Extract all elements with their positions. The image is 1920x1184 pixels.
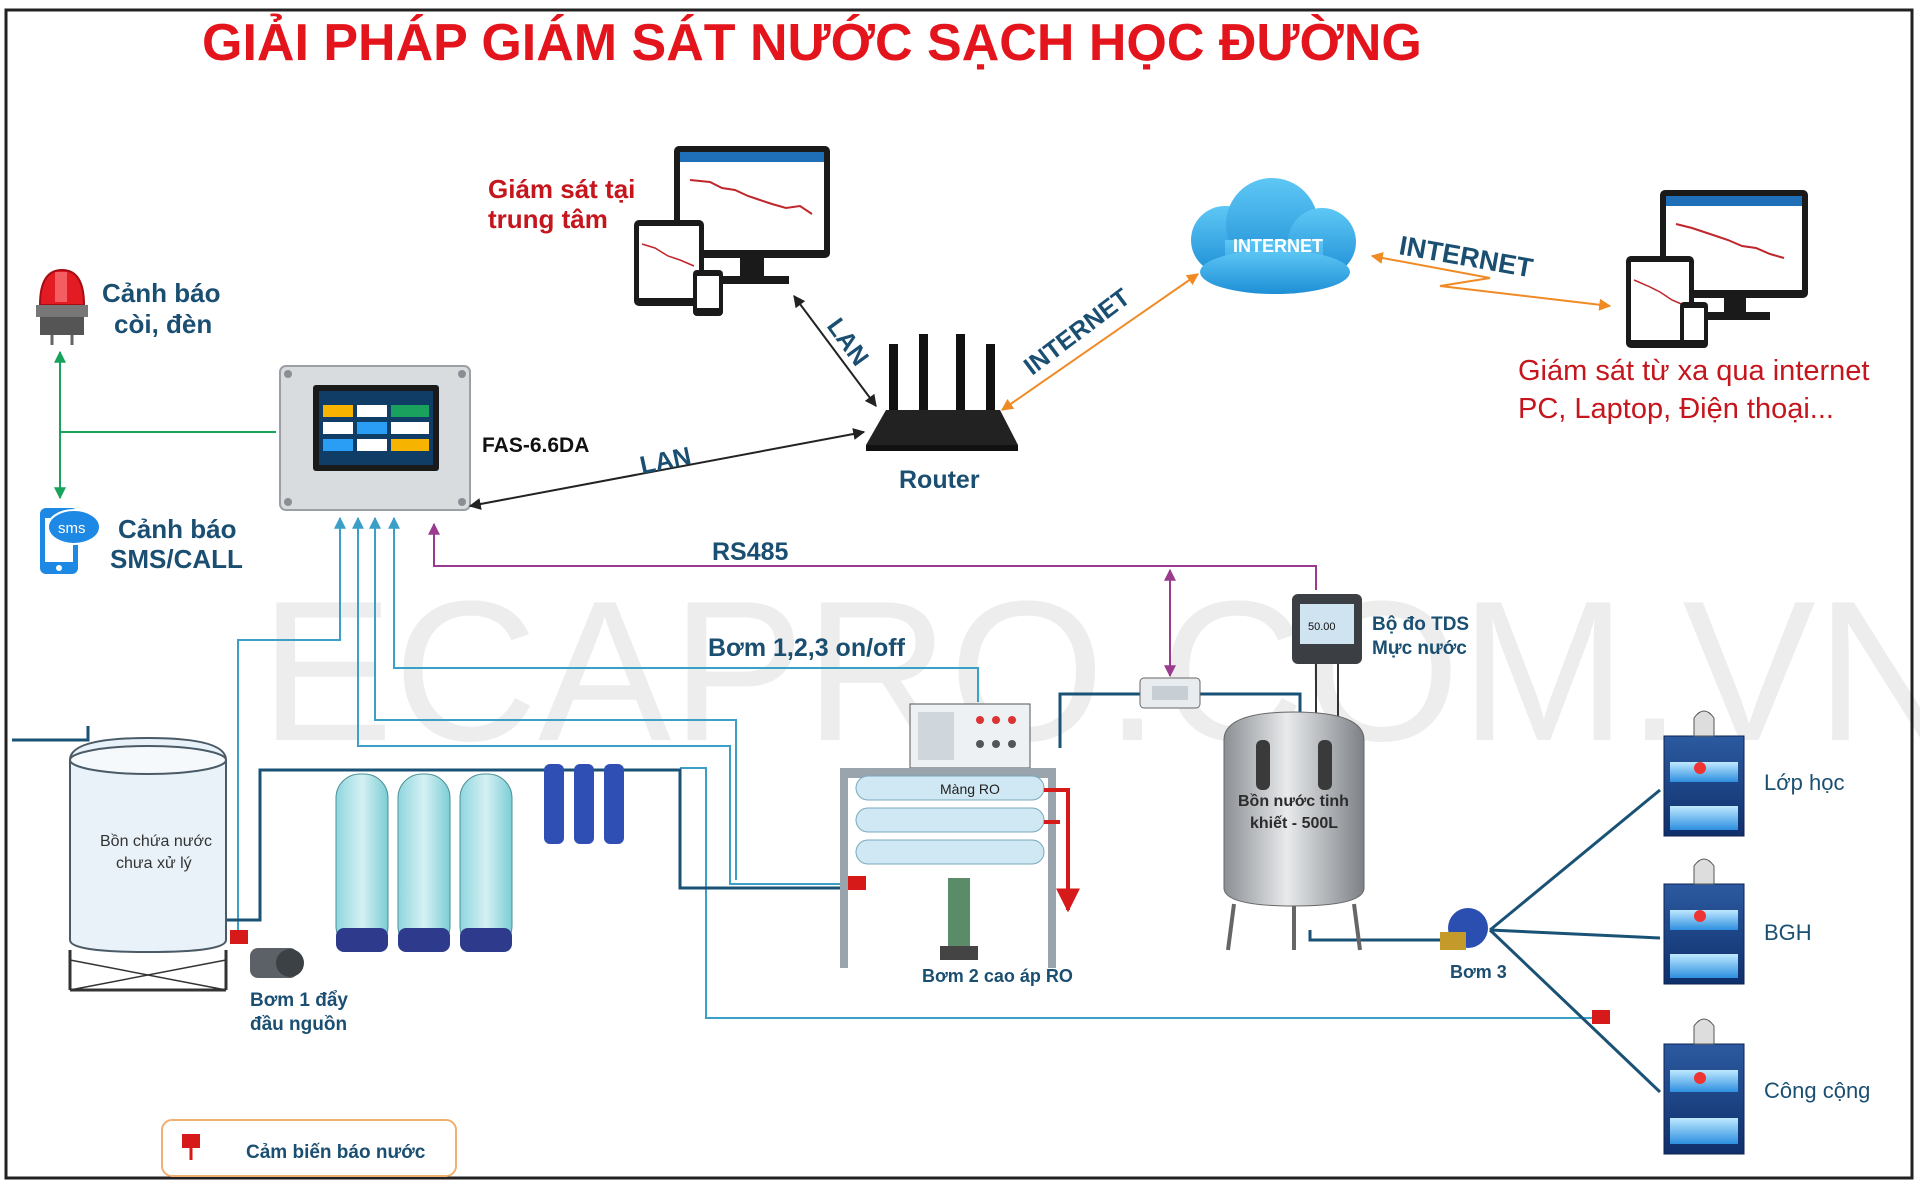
tds-meter-icon: 50.00 [1292, 594, 1362, 740]
ro-system [840, 703, 1080, 968]
filter-vessels [335, 764, 624, 952]
internet-label-diagonal: INTERNET [1019, 283, 1136, 381]
room-board-icon [1663, 858, 1745, 985]
legend-label: Cảm biến báo nước [246, 1142, 426, 1163]
siren-icon [36, 268, 88, 345]
pump-control-label: Bơm 1,2,3 on/off [708, 634, 906, 662]
controller-model-label: FAS-6.6DA [482, 434, 589, 457]
pump-3-icon [1440, 908, 1488, 950]
cloud-label: INTERNET [1233, 236, 1323, 256]
siren-alert-label-line1: Cảnh báo [102, 278, 220, 308]
room-classroom-label: Lớp học [1764, 770, 1844, 795]
tds-display-value: 50.00 [1308, 621, 1336, 633]
sms-phone-icon: sms [40, 508, 101, 574]
raw-tank-label-line1: Bồn chứa nước [100, 833, 212, 850]
sms-alert-label-line2: SMS/CALL [110, 544, 243, 574]
remote-monitor-label-line1: Giám sát từ xa qua internet [1518, 355, 1869, 387]
sms-alert-label-line1: Cảnh báo [118, 514, 236, 544]
tds-meter-label-line1: Bộ đo TDS [1372, 614, 1469, 635]
pump-1-label-line1: Bơm 1 đẩy [250, 990, 348, 1011]
center-monitor-label-line1: Giám sát tại [488, 174, 635, 204]
network-connectors [468, 252, 1612, 510]
siren-alert-label-line2: còi, đèn [114, 309, 212, 339]
rs485-bus [428, 522, 1317, 678]
fas-controller [279, 365, 471, 511]
lan-label-bottom: LAN [637, 442, 693, 480]
rs485-label: RS485 [712, 538, 789, 566]
raw-water-tank [68, 736, 228, 992]
pure-tank-label-line1: Bồn nước tinh [1238, 793, 1349, 810]
water-pipes [12, 692, 1662, 1094]
internet-cloud-icon [1191, 178, 1356, 294]
pure-tank-label-line2: khiết - 500L [1250, 815, 1338, 832]
leak-sensor-legend-icon [182, 1134, 200, 1148]
remote-monitor-icon [1626, 190, 1808, 348]
pump-1-icon [250, 948, 304, 978]
room-public-icon [1663, 1018, 1745, 1155]
pump-3-label: Bơm 3 [1450, 962, 1507, 982]
tds-meter-label-line2: Mực nước [1372, 638, 1467, 659]
leak-sensor-icons [230, 876, 1610, 1024]
room-classroom-icon [1663, 710, 1745, 837]
alert-connectors [54, 350, 276, 500]
center-monitor-icon [634, 146, 830, 316]
pump-2-label: Bơm 2 cao áp RO [922, 966, 1073, 986]
center-monitor-label-line2: trung tâm [488, 204, 608, 234]
ro-membrane-label: Màng RO [940, 781, 1000, 797]
sms-icon-text: sms [58, 520, 86, 537]
flow-meter-icon [1139, 677, 1201, 709]
legend-box [161, 1119, 457, 1177]
remote-monitor-label-line2: PC, Laptop, Điện thoại... [1518, 393, 1834, 425]
pump-1-label-line2: đầu nguồn [250, 1014, 347, 1035]
router-label: Router [899, 466, 980, 494]
page-title: GIẢI PHÁP GIÁM SÁT NƯỚC SẠCH HỌC ĐƯỜNG [202, 13, 1422, 72]
room-public-label: Công cộng [1764, 1078, 1870, 1103]
outer-frame [4, 8, 1914, 1180]
pure-water-tank [1223, 711, 1365, 951]
raw-tank-label-line2: chưa xử lý [116, 855, 192, 872]
room-board-label: BGH [1764, 920, 1812, 945]
internet-label-right: INTERNET [1397, 230, 1536, 283]
router-icon [866, 334, 1018, 451]
